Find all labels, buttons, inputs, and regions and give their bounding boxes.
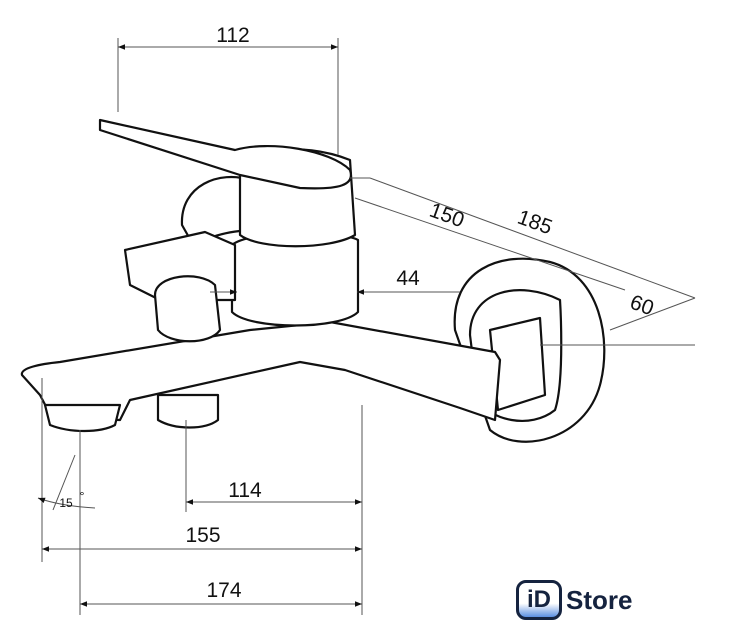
logo-mark: iD bbox=[516, 580, 562, 620]
dim-label-60: 60 bbox=[627, 291, 657, 321]
dimension-lines bbox=[37, 38, 696, 615]
dim-label-112: 112 bbox=[216, 24, 249, 47]
dim-label-114: 114 bbox=[228, 479, 262, 502]
idstore-logo: iD Store bbox=[516, 580, 632, 620]
dim-label-185: 185 bbox=[514, 206, 555, 240]
faucet-outline bbox=[20, 118, 606, 443]
dim-label-174: 174 bbox=[206, 579, 241, 602]
dim-label-150: 150 bbox=[426, 199, 467, 233]
logo-text: Store bbox=[566, 584, 633, 615]
angle-unit: ° bbox=[80, 489, 85, 503]
dim-label-155: 155 bbox=[185, 524, 220, 547]
angle-label: 15 bbox=[59, 496, 73, 510]
dim-label-44: 44 bbox=[396, 267, 420, 290]
